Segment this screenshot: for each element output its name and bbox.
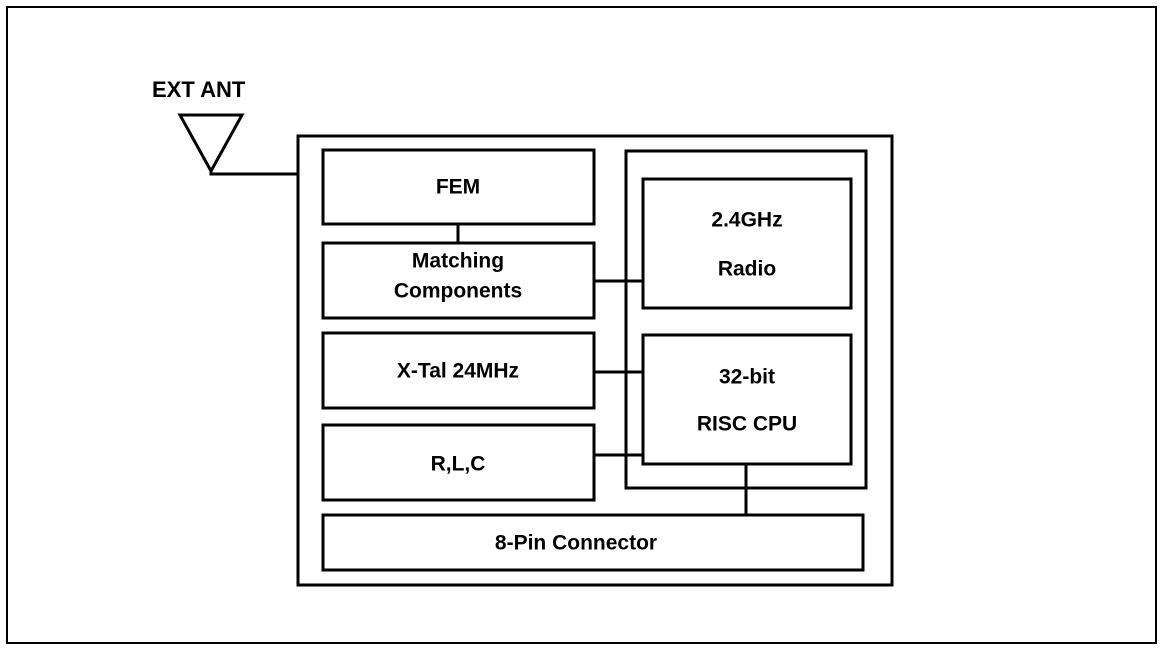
xtal-label: X-Tal 24MHz [397,360,519,383]
xtal-block [321,331,596,410]
connector-label: 8-Pin Connector [495,532,657,555]
antenna-icon [177,113,245,175]
radio-block [641,177,853,310]
fem-block [321,148,596,226]
matching-label-line1: Matching [412,250,504,273]
matching-label-line2: Components [394,280,522,303]
diagram-frame [6,6,1157,644]
radio-label-line1: 2.4GHz [711,209,782,232]
radio-label-line2: Radio [718,258,776,281]
rlc-block [321,423,596,502]
cpu-label-line2: RISC CPU [697,413,797,436]
antenna-feed-line [209,171,298,176]
connector-block [321,513,865,572]
cpu-block [641,333,853,466]
matching-components-block [321,241,596,320]
rlc-label: R,L,C [431,453,486,476]
ext-ant-label: EXT ANT [152,77,246,102]
cpu-label-line1: 32-bit [719,366,775,389]
fem-label: FEM [436,176,480,199]
